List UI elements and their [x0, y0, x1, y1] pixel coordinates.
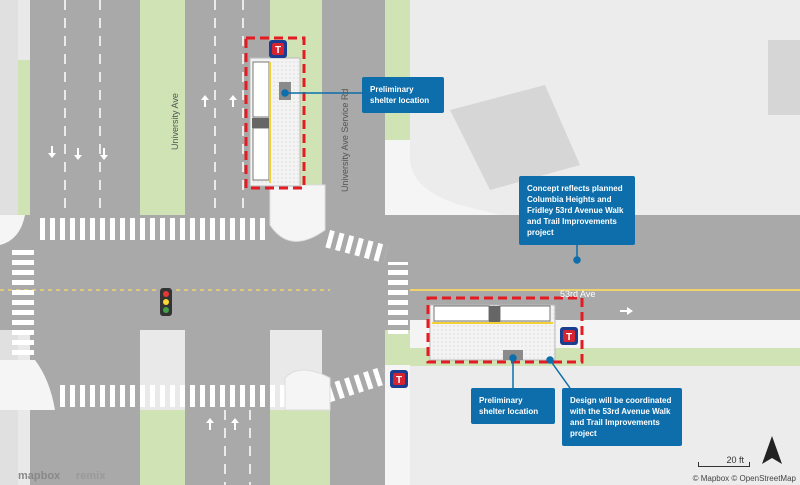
callout-shelter-north: Preliminary shelter location — [362, 77, 444, 113]
map-attribution[interactable]: © Mapbox © OpenStreetMap — [692, 474, 796, 483]
transit-icon-letter: T — [275, 45, 281, 56]
scale-bar — [698, 462, 750, 467]
university-ave-label: University Ave — [170, 93, 180, 150]
scale-label: 20 ft — [726, 455, 744, 465]
callout-concept: Concept reflects planned Columbia Height… — [519, 176, 635, 245]
callout-shelter-south: Preliminary shelter location — [471, 388, 555, 424]
transit-icon-letter: T — [396, 375, 402, 386]
street-53rd-label: 53rd Ave — [560, 289, 596, 299]
remix-logo[interactable]: remix — [76, 470, 106, 482]
transit-stop-north-icon[interactable]: T — [269, 40, 287, 58]
mapbox-logo[interactable]: mapbox — [18, 470, 61, 482]
transit-stop-south-icon[interactable]: T — [560, 327, 578, 345]
transit-stop-corner-icon[interactable]: T — [390, 370, 408, 388]
callout-design: Design will be coordinated with the 53rd… — [562, 388, 682, 446]
service-rd-label: University Ave Service Rd — [340, 88, 350, 192]
transit-icon-letter: T — [566, 332, 572, 343]
north-arrow-icon — [762, 436, 782, 469]
